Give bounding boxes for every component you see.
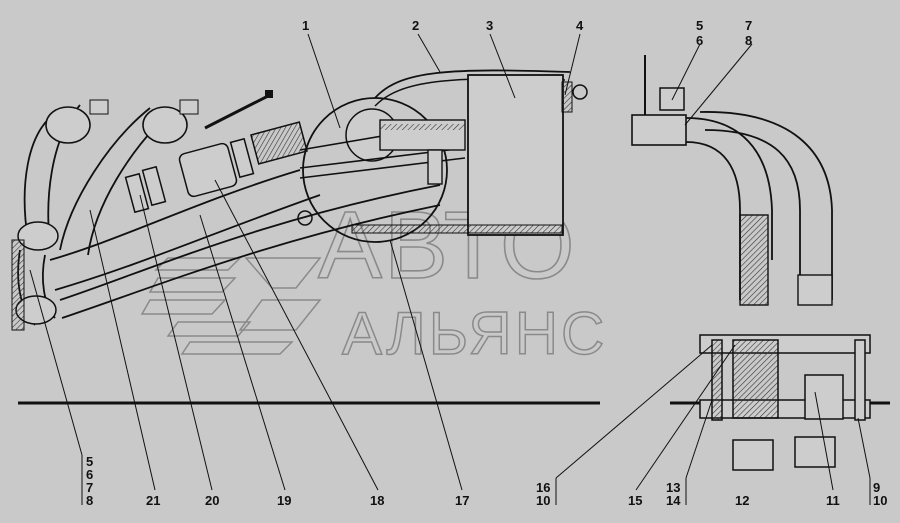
outlet-pipes-right	[685, 111, 833, 300]
callout-4: 4	[576, 18, 584, 33]
watermark-line2: АЛЬЯНС	[342, 300, 607, 367]
callout-9: 9	[873, 480, 880, 495]
callout-15: 15	[628, 493, 642, 508]
callout-16: 16	[536, 480, 550, 495]
callout-12: 12	[735, 493, 749, 508]
valve-lever	[204, 93, 271, 130]
callout-13: 13	[666, 480, 680, 495]
flange-assembly	[699, 334, 871, 471]
callout-7-bottom: 7	[86, 480, 93, 495]
callout-14: 14	[666, 493, 681, 508]
valve-assembly	[124, 121, 308, 214]
watermark-logo	[140, 257, 322, 355]
pipe-elbow-2	[142, 106, 188, 144]
callout-8: 8	[745, 33, 752, 48]
lever-tip	[265, 90, 273, 98]
gasket-left	[11, 239, 25, 331]
callout-20: 20	[205, 493, 219, 508]
mount-bolt	[297, 210, 313, 226]
housing-box	[467, 74, 564, 236]
pipe-elbow-1	[45, 106, 91, 144]
callout-5: 5	[696, 18, 703, 33]
clamp-top-1	[89, 99, 109, 115]
callout-18: 18	[370, 493, 384, 508]
callout-21: 21	[146, 493, 160, 508]
flex-sleeve	[739, 214, 769, 306]
callout-1: 1	[302, 18, 309, 33]
callout-8-bottom: 8	[86, 493, 93, 508]
callout-11: 11	[826, 493, 840, 508]
callout-5-bottom: 5	[86, 454, 93, 469]
callout-17: 17	[455, 493, 469, 508]
clamp-top-2	[179, 99, 199, 115]
base-plate	[351, 224, 563, 234]
seal-plate	[561, 81, 573, 113]
callout-6: 6	[696, 33, 703, 48]
shackle-bolt	[572, 84, 588, 100]
leader-lines	[29, 33, 871, 505]
callout-2: 2	[412, 18, 419, 33]
callout-19: 19	[277, 493, 291, 508]
pipe-ferrule	[797, 274, 833, 306]
callout-10-left: 10	[536, 493, 550, 508]
callout-10-right: 10	[873, 493, 887, 508]
callout-6-bottom: 6	[86, 467, 93, 482]
pipe-clamp-right	[631, 114, 687, 146]
bracket-strap	[374, 69, 571, 99]
coupling-nut	[427, 149, 443, 185]
pipe-end-1	[17, 221, 59, 251]
callout-7: 7	[745, 18, 752, 33]
callout-3: 3	[486, 18, 493, 33]
